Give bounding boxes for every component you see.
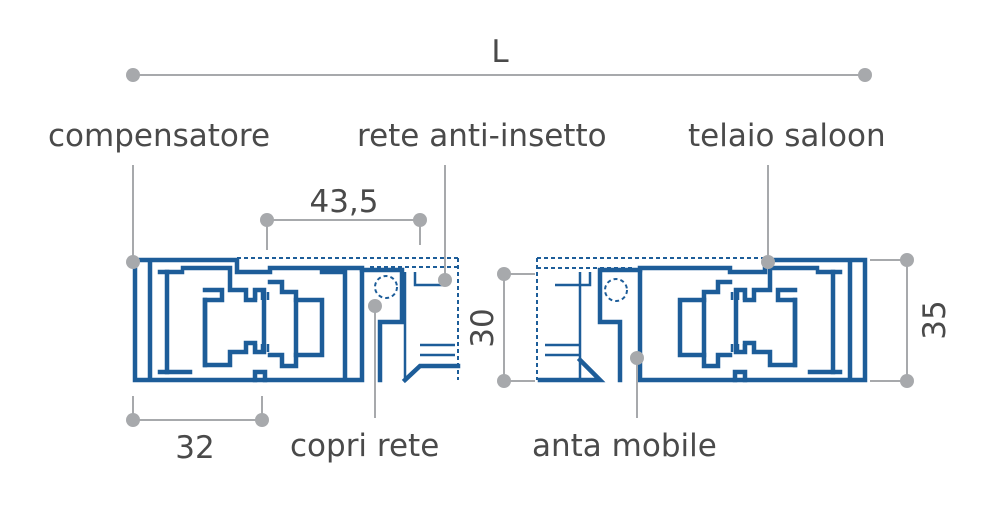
leader-compensatore (126, 165, 140, 269)
pitch-value: 43,5 (309, 184, 378, 220)
pitch-dimension: 43,5 (260, 184, 427, 250)
leader-rete-anti-insetto (438, 165, 452, 287)
frame-depth-value: 32 (175, 430, 214, 466)
frame-height-value: 35 (917, 300, 953, 339)
leader-telaio-saloon (761, 165, 775, 269)
overall-width-value: L (491, 34, 509, 70)
label-telaio-saloon: telaio saloon (688, 118, 886, 154)
frame-height-dimension: 35 (870, 253, 953, 388)
overall-width-dimension: L (126, 34, 872, 82)
label-anta-mobile: anta mobile (532, 428, 717, 464)
frame-depth-dimension: 32 (126, 396, 269, 466)
right-profile-section (536, 257, 868, 383)
label-rete-anti-insetto: rete anti-insetto (357, 118, 607, 154)
left-profile-section (132, 257, 461, 384)
leaf-height-dimension: 30 (465, 267, 535, 388)
leader-copri-rete (368, 299, 382, 418)
leader-anta-mobile (630, 351, 644, 418)
leaf-height-value: 30 (465, 308, 501, 347)
label-copri-rete: copri rete (290, 428, 439, 464)
label-compensatore: compensatore (48, 118, 270, 154)
